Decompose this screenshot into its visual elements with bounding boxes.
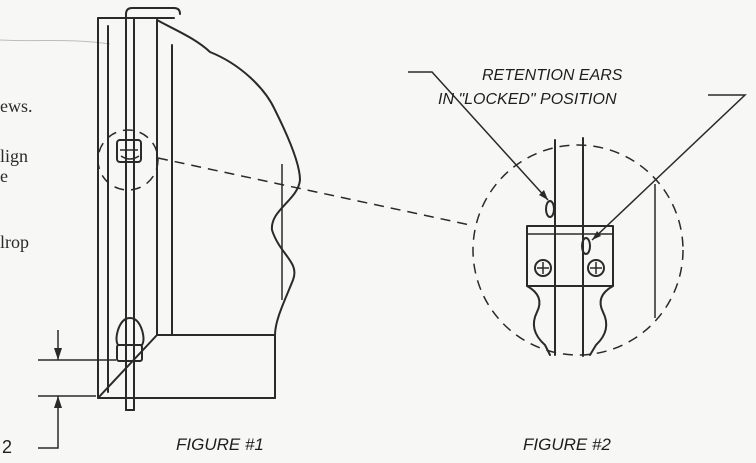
neck-right — [589, 285, 614, 356]
dim-arrow-bottom — [54, 396, 62, 408]
callout-arrow-left — [539, 190, 548, 200]
rod-outer — [125, 7, 181, 411]
upper-clip — [116, 139, 142, 163]
detail-leader — [157, 157, 471, 226]
callout-line-2: IN "LOCKED" POSITION — [438, 91, 617, 108]
neck-left — [526, 285, 551, 356]
retention-ear-upper — [545, 200, 555, 218]
figure-2-drawing — [408, 71, 747, 357]
dimension-label: 2 — [2, 437, 12, 457]
dim-arrow-top — [54, 348, 62, 360]
left-text-line-3: e — [0, 166, 8, 186]
bottom-diagonal — [97, 334, 158, 399]
screw-right — [587, 259, 605, 277]
lower-clip — [115, 317, 145, 362]
detail-circle-large — [472, 144, 684, 356]
left-text-line-2: lign — [0, 146, 28, 166]
figure-1-drawing: 2 — [2, 7, 301, 457]
dim-arrow-bottom-line — [38, 396, 59, 449]
breakaway-edge — [156, 19, 301, 399]
callout-leader-right — [591, 94, 747, 241]
screw-left — [534, 259, 552, 277]
figure-1-caption: FIGURE #1 — [176, 435, 264, 454]
callout-arrow-right — [592, 231, 601, 240]
rod-inner — [133, 17, 175, 411]
figure-2-caption: FIGURE #2 — [523, 435, 611, 454]
left-text-line-1: ews. — [0, 96, 33, 116]
retention-ear-lower — [581, 237, 591, 255]
callout-leader-left — [408, 71, 549, 201]
detail-circle-small — [97, 129, 159, 191]
dimension: 2 — [2, 330, 116, 457]
scan-smudge — [0, 39, 111, 45]
left-text: ews. lign e lrop — [0, 96, 33, 252]
left-text-line-4: lrop — [0, 232, 29, 252]
callout-line-1: RETENTION EARS — [482, 67, 623, 84]
